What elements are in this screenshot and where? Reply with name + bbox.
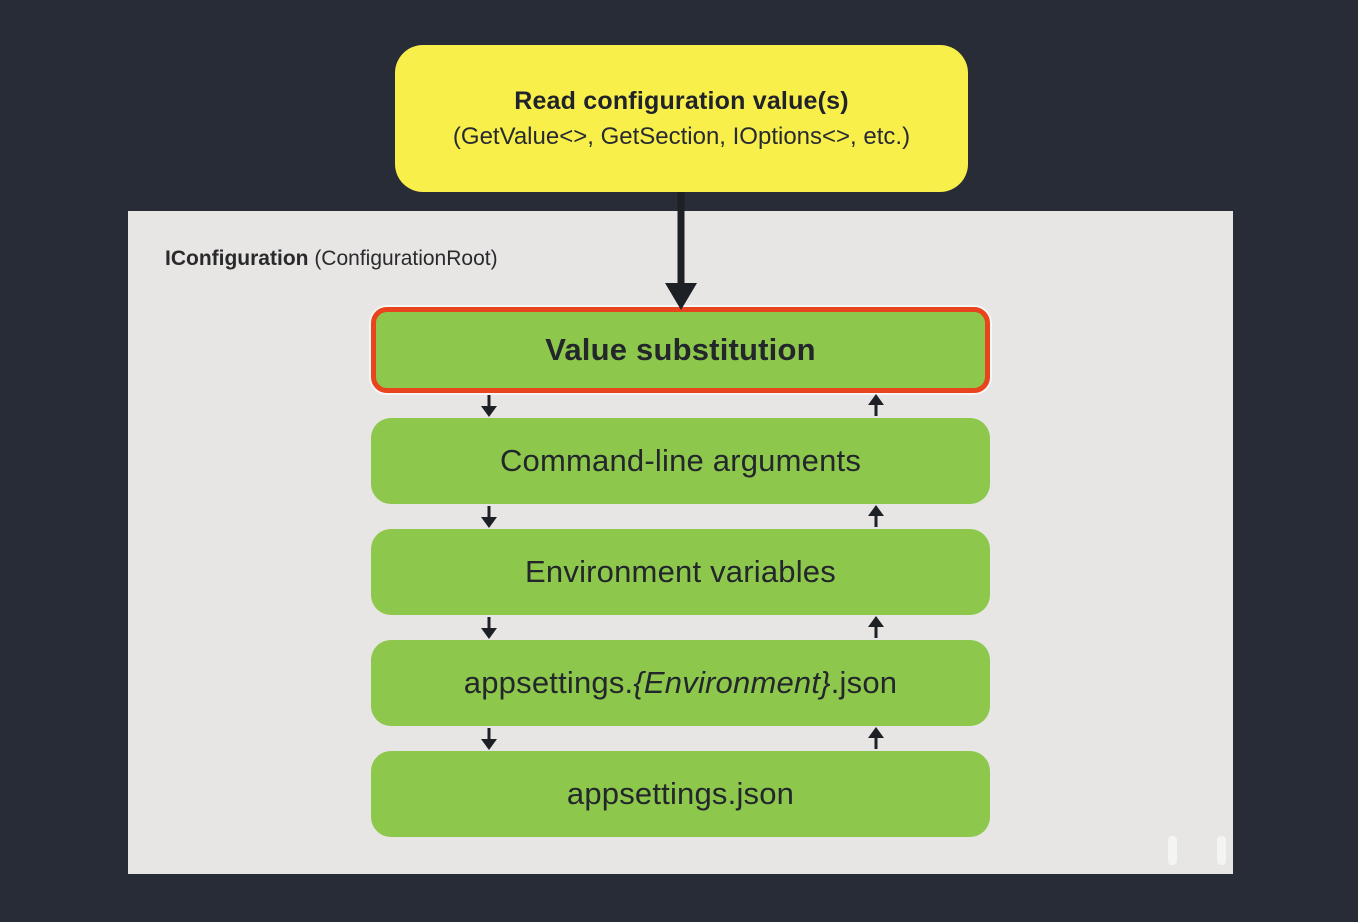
main-down-arrow-icon bbox=[665, 189, 697, 310]
layer-appsettings-json: appsettings.json bbox=[371, 751, 990, 837]
config-layer-stack: Value substitution Command-line argument… bbox=[371, 307, 990, 837]
watermark-bar bbox=[1168, 836, 1177, 865]
layer-label-italic: {Environment} bbox=[633, 665, 831, 700]
layer-label: appsettings.json bbox=[566, 776, 795, 811]
panel-title-regular: (ConfigurationRoot) bbox=[308, 247, 498, 270]
layer-gap bbox=[371, 726, 990, 751]
layer-label: Environment variables bbox=[525, 554, 836, 589]
iconfiguration-panel: IConfiguration (ConfigurationRoot) Value… bbox=[128, 211, 1233, 874]
layer-value-substitution: Value substitution bbox=[371, 307, 990, 393]
read-config-callout: Read configuration value(s) (GetValue<>,… bbox=[395, 45, 968, 192]
up-arrow-icon bbox=[868, 394, 884, 416]
down-arrow-icon bbox=[481, 728, 497, 750]
down-arrow-icon bbox=[481, 506, 497, 528]
layer-environment-variables: Environment variables bbox=[371, 529, 990, 615]
callout-title: Read configuration value(s) bbox=[514, 86, 849, 115]
down-arrow-icon bbox=[481, 395, 497, 417]
callout-subtitle: (GetValue<>, GetSection, IOptions<>, etc… bbox=[452, 122, 911, 150]
panel-title-bold: IConfiguration bbox=[165, 247, 309, 270]
layer-label-suffix: .json bbox=[830, 665, 898, 700]
layer-label: Command-line arguments bbox=[499, 443, 862, 478]
up-arrow-icon bbox=[868, 727, 884, 749]
layer-label-prefix: appsettings. bbox=[463, 665, 634, 700]
panel-title: IConfiguration (ConfigurationRoot) bbox=[165, 247, 498, 271]
layer-gap bbox=[371, 504, 990, 529]
up-arrow-icon bbox=[868, 505, 884, 527]
up-arrow-icon bbox=[868, 616, 884, 638]
layer-gap bbox=[371, 615, 990, 640]
layer-command-line-arguments: Command-line arguments bbox=[371, 418, 990, 504]
layer-label: Value substitution bbox=[545, 332, 816, 367]
down-arrow-icon bbox=[481, 617, 497, 639]
watermark-bar bbox=[1217, 836, 1226, 865]
layer-gap bbox=[371, 393, 990, 418]
layer-appsettings-environment-json: appsettings.{Environment}.json bbox=[371, 640, 990, 726]
